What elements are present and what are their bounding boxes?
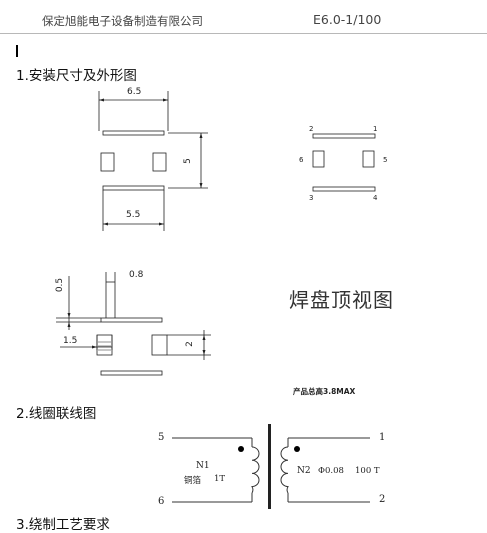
header-divider: [0, 33, 487, 34]
winding-n1-turns: 1T: [214, 474, 226, 484]
product-height-note: 产品总高3.8MAX: [293, 387, 356, 396]
section-title-dimensions: 1.安装尺寸及外形图: [16, 68, 137, 84]
dim-pad-width: 1.5: [63, 336, 78, 346]
section-title-wiring: 2.线圈联线图: [16, 406, 97, 422]
winding-pin-5: 5: [158, 432, 165, 443]
document-number: E6.0-1/100: [313, 12, 382, 27]
winding-n2-turns: 100 T: [355, 466, 380, 476]
winding-pin-2: 2: [379, 494, 386, 505]
pad-top-view-caption: 焊盘顶视图: [289, 288, 394, 312]
pad-top-strip: [100, 317, 163, 323]
winding-n1-wire: 铜箔: [184, 476, 202, 486]
section-title-winding: 3.绕制工艺要求: [16, 517, 110, 533]
winding-pin-6: 6: [158, 496, 165, 507]
top-terminal: [102, 130, 165, 136]
pad-right: [151, 334, 168, 356]
pin-label-3: 3: [309, 194, 314, 202]
dim-top-width: 6.5: [127, 87, 142, 97]
pin-label-5: 5: [383, 156, 388, 164]
pin-label-2: 2: [309, 125, 314, 133]
text-cursor: [16, 45, 18, 57]
left-pad: [100, 152, 115, 172]
pin-label-4: 4: [373, 194, 378, 202]
bottom-terminal: [102, 185, 165, 191]
winding-pin-1: 1: [379, 432, 386, 443]
pin-label-1: 1: [373, 125, 378, 133]
winding-n1-label: N1: [196, 461, 210, 471]
pin-label-6: 6: [299, 156, 304, 164]
dim-pad-gap: 0.8: [129, 270, 144, 280]
dim-bottom-width: 5.5: [126, 210, 141, 220]
winding-n2-label: N2: [297, 466, 311, 476]
company-name: 保定旭能电子设备制造有限公司: [42, 14, 203, 28]
winding-n2-wire: Φ0.08: [318, 466, 344, 476]
right-pad: [152, 152, 167, 172]
pad-bottom-strip: [100, 370, 163, 376]
